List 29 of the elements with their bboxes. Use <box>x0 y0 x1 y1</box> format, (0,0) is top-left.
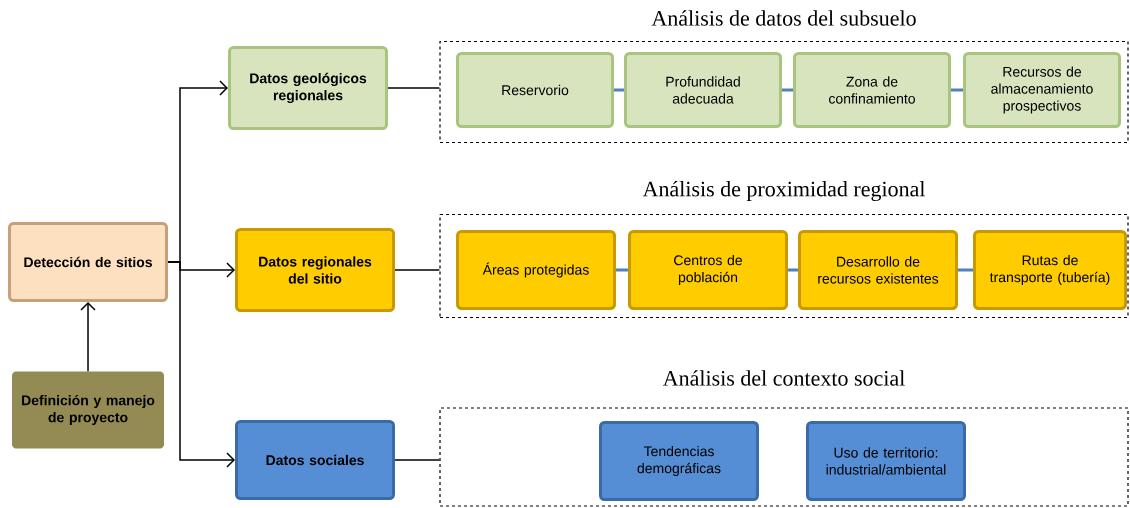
connector-line <box>614 88 624 92</box>
process-box: Tendencias demográficas <box>599 421 759 501</box>
process-box: Áreas protegidas <box>456 230 616 310</box>
connector-line <box>958 268 973 272</box>
section-heading: Análisis del contexto social <box>662 370 905 386</box>
section-heading: Análisis de proximidad regional <box>642 180 926 201</box>
process-box: Definición y manejo de proyecto <box>12 371 164 449</box>
process-box: Reservorio <box>456 52 614 128</box>
process-box: Recursos de almacenamiento prospectivos <box>963 52 1121 128</box>
process-box: Datos regionales del sitio <box>235 228 395 312</box>
connector-line <box>387 87 441 89</box>
arrow <box>80 302 96 373</box>
arrow <box>167 261 235 468</box>
connector-line <box>394 269 441 271</box>
connector-line <box>788 268 798 272</box>
connector-line <box>394 459 441 461</box>
process-box: Zona de confinamiento <box>793 52 951 128</box>
process-box: Rutas de transporte (tubería) <box>973 230 1127 310</box>
process-box: Datos geológicos regionales <box>228 46 388 130</box>
process-box: Centros de población <box>628 230 788 310</box>
process-box: Uso de territorio: industrial/ambiental <box>806 421 966 501</box>
process-box: Profundidad adecuada <box>624 52 782 128</box>
process-box: Detección de sitios <box>8 222 168 302</box>
process-box: Desarrollo de recursos existentes <box>798 230 958 310</box>
connector-line <box>951 88 963 92</box>
connector-line <box>782 88 793 92</box>
connector-line <box>616 268 628 272</box>
section-heading: Análisis de datos del subsuelo <box>651 10 916 26</box>
process-box: Datos sociales <box>235 420 395 500</box>
